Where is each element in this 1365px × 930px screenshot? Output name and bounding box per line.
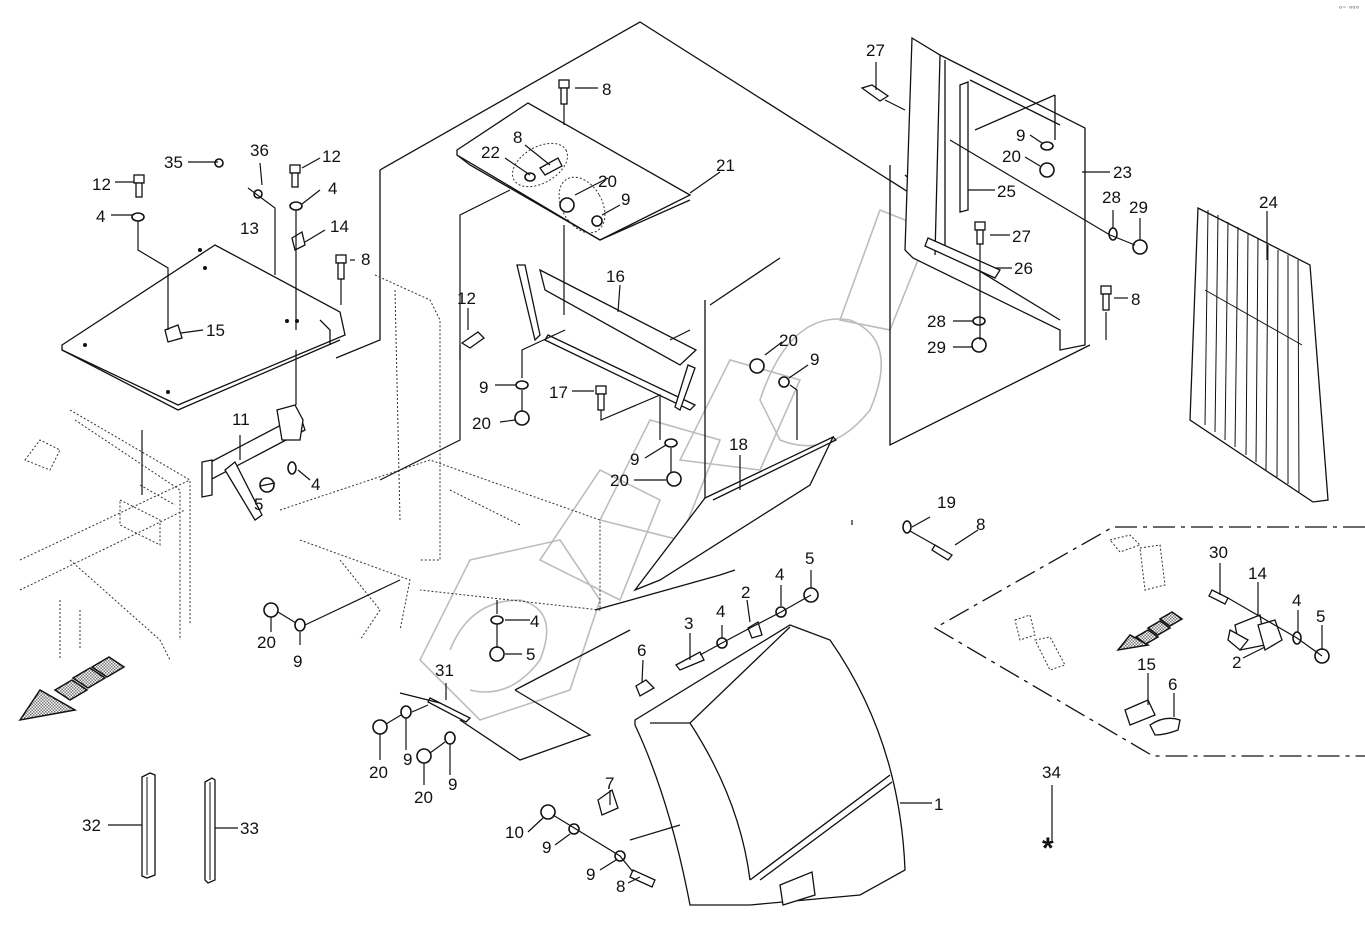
callout-15: 15 <box>1137 655 1156 674</box>
callout-35: 35 <box>164 153 183 172</box>
callout-6: 6 <box>637 641 646 660</box>
callout-20: 20 <box>472 414 491 433</box>
callout-7: 7 <box>605 774 614 793</box>
callout-20: 20 <box>1002 147 1021 166</box>
part-21-upper-plate <box>456 102 692 241</box>
callout-26: 26 <box>1014 259 1033 278</box>
part-18-lower-plate <box>633 435 838 592</box>
callout-21: 21 <box>716 156 735 175</box>
callout-15: 15 <box>206 321 225 340</box>
callout-6: 6 <box>1168 675 1177 694</box>
callout-27: 27 <box>1012 227 1031 246</box>
callout-29: 29 <box>1129 198 1148 217</box>
part-23-side-frame <box>904 36 1086 351</box>
part-32-seal-strip <box>141 772 156 879</box>
callout-8: 8 <box>976 515 985 534</box>
part-11-support-bracket <box>201 404 306 521</box>
callout-10: 10 <box>505 823 524 842</box>
callout-9: 9 <box>293 652 302 671</box>
callout-17: 17 <box>549 383 568 402</box>
leader-lines <box>108 62 1323 884</box>
callout-13: 13 <box>240 219 259 238</box>
callout-20: 20 <box>257 633 276 652</box>
callout-4: 4 <box>96 207 105 226</box>
callout-9: 9 <box>479 378 488 397</box>
callout-9: 9 <box>403 750 412 769</box>
callout-8: 8 <box>1131 290 1140 309</box>
callout-2: 2 <box>1232 653 1241 672</box>
callout-28: 28 <box>927 312 946 331</box>
callout-14: 14 <box>330 217 349 236</box>
callout-9: 9 <box>542 838 551 857</box>
callout-22: 22 <box>481 143 500 162</box>
callout-30: 30 <box>1209 543 1228 562</box>
callout-8: 8 <box>602 80 611 99</box>
callout-labels: 1 2 2 3 4 4 4 4 4 4 4 5 5 5 5 6 6 7 8 8 … <box>82 41 1325 896</box>
callout-28: 28 <box>1102 188 1121 207</box>
callout-16: 16 <box>606 267 625 286</box>
callout-20: 20 <box>414 788 433 807</box>
callout-8: 8 <box>513 128 522 147</box>
corner-mark: ᵒ⁼ ᵒᵒᵒ <box>1339 4 1359 13</box>
callout-4: 4 <box>775 565 784 584</box>
callout-5: 5 <box>254 495 263 514</box>
callout-12: 12 <box>92 175 111 194</box>
callout-33: 33 <box>240 819 259 838</box>
callout-4: 4 <box>530 612 539 631</box>
callout-20: 20 <box>779 331 798 350</box>
callout-9: 9 <box>630 450 639 469</box>
part-1-side-panel <box>634 624 906 906</box>
detail-inset <box>933 526 1365 757</box>
callout-32: 32 <box>82 816 101 835</box>
callout-24: 24 <box>1259 193 1278 212</box>
callout-4: 4 <box>328 179 337 198</box>
callout-5: 5 <box>526 645 535 664</box>
callout-27: 27 <box>866 41 885 60</box>
inset-direction-arrow <box>1116 611 1184 652</box>
callout-20: 20 <box>369 763 388 782</box>
callout-11: 11 <box>232 410 250 429</box>
callout-31: 31 <box>435 661 454 680</box>
callout-2: 2 <box>741 583 750 602</box>
callout-4: 4 <box>311 475 320 494</box>
part-16-deflector <box>516 264 698 411</box>
travel-direction-arrow <box>18 656 126 722</box>
callout-20: 20 <box>598 172 617 191</box>
callout-8: 8 <box>361 250 370 269</box>
callout-5: 5 <box>1316 607 1325 626</box>
callout-9: 9 <box>448 775 457 794</box>
chassis-frame <box>19 274 601 661</box>
callout-18: 18 <box>729 435 748 454</box>
callout-34: 34 <box>1042 763 1061 782</box>
callout-5: 5 <box>805 549 814 568</box>
fasteners <box>131 79 1330 888</box>
part-33-seal-strip <box>204 777 216 884</box>
callout-20: 20 <box>610 471 629 490</box>
callout-9: 9 <box>810 350 819 369</box>
callout-23: 23 <box>1113 163 1132 182</box>
callout-1: 1 <box>934 795 943 814</box>
callout-8: 8 <box>616 877 625 896</box>
callout-3: 3 <box>684 614 693 633</box>
callout-9: 9 <box>586 865 595 884</box>
callout-36: 36 <box>250 141 269 160</box>
callout-19: 19 <box>937 493 956 512</box>
callout-12: 12 <box>457 289 476 308</box>
part-13-top-cover <box>61 244 346 411</box>
callout-4: 4 <box>1292 591 1301 610</box>
part-24-corrugated-panel <box>1189 206 1329 503</box>
asterisk-symbol: * <box>1042 832 1054 865</box>
callout-14: 14 <box>1248 564 1267 583</box>
callout-12: 12 <box>322 147 341 166</box>
callout-9: 9 <box>621 190 630 209</box>
callout-29: 29 <box>927 338 946 357</box>
callout-9: 9 <box>1016 126 1025 145</box>
callout-4: 4 <box>716 602 725 621</box>
callout-25: 25 <box>997 182 1016 201</box>
